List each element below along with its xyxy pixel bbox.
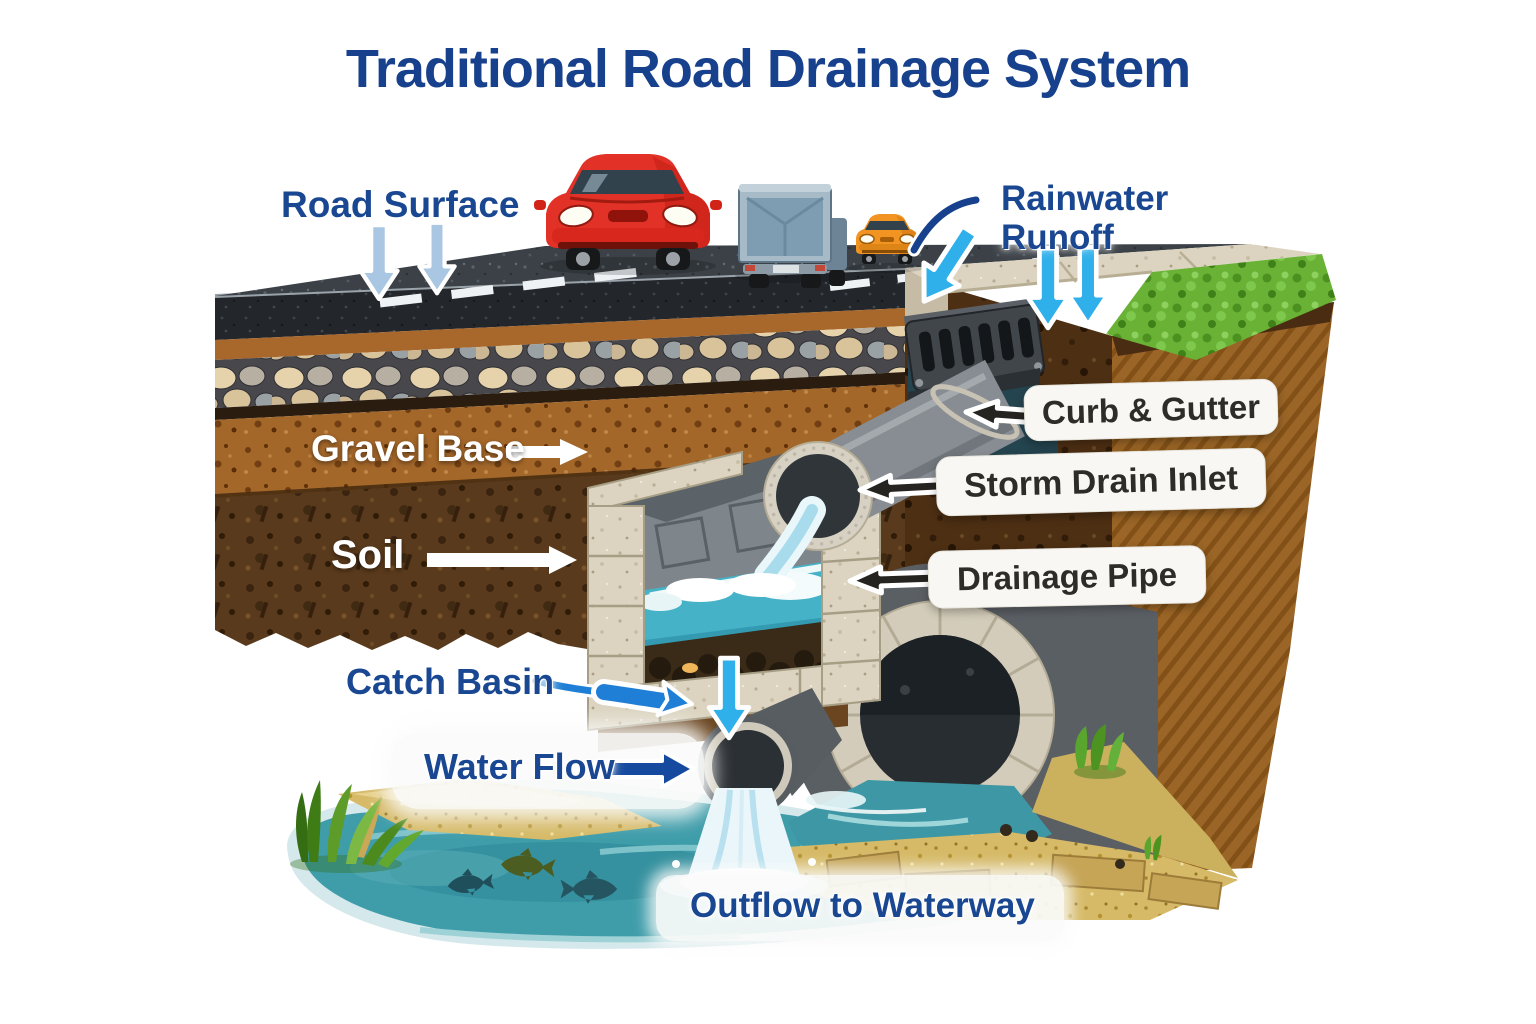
grass-tuft xyxy=(290,780,424,873)
water-flow-label: Water Flow xyxy=(424,746,615,787)
storm-drain-inlet-callout: Storm Drain Inlet xyxy=(935,447,1267,517)
delivery-truck xyxy=(735,184,847,288)
lane-marking xyxy=(829,255,1061,291)
red-car xyxy=(534,154,722,275)
outflow-to-waterway-label: Outflow to Waterway xyxy=(690,886,1035,925)
subbase-layer xyxy=(215,308,905,360)
lane-marking xyxy=(379,267,641,308)
road-surface-label: Road Surface xyxy=(281,184,520,225)
headlight xyxy=(558,204,594,228)
catch-basin-label: Catch Basin xyxy=(346,661,555,702)
storm-drain-inlet-callout-text: Storm Drain Inlet xyxy=(963,458,1239,505)
road-surface-top xyxy=(215,244,1250,308)
shrub xyxy=(1074,724,1126,779)
curb-gutter-callout-text: Curb & Gutter xyxy=(1041,387,1261,432)
rainwater-runoff-label: Rainwater Runoff xyxy=(1001,179,1168,257)
curb-gutter-callout: Curb & Gutter xyxy=(1023,378,1279,442)
soil-label: Soil xyxy=(331,533,405,577)
rainwater-runoff-label-line2: Runoff xyxy=(1001,218,1114,258)
cobble-layer xyxy=(215,326,905,408)
asphalt-front-face xyxy=(215,268,905,340)
outflow-band xyxy=(656,875,1064,941)
shrub xyxy=(1144,834,1162,861)
headlight xyxy=(662,204,698,228)
drainage-pipe-callout-text: Drainage Pipe xyxy=(956,555,1178,598)
gravel-base-label: Gravel Base xyxy=(311,428,525,469)
page-title: Traditional Road Drainage System xyxy=(345,39,1191,99)
grass-strip xyxy=(1106,254,1336,360)
outlet-pipe xyxy=(698,688,842,816)
rainwater-runoff-label-line1: Rainwater xyxy=(1001,179,1169,218)
storm-drain-grate xyxy=(903,298,1046,392)
drainage-pipe-callout: Drainage Pipe xyxy=(927,545,1207,609)
